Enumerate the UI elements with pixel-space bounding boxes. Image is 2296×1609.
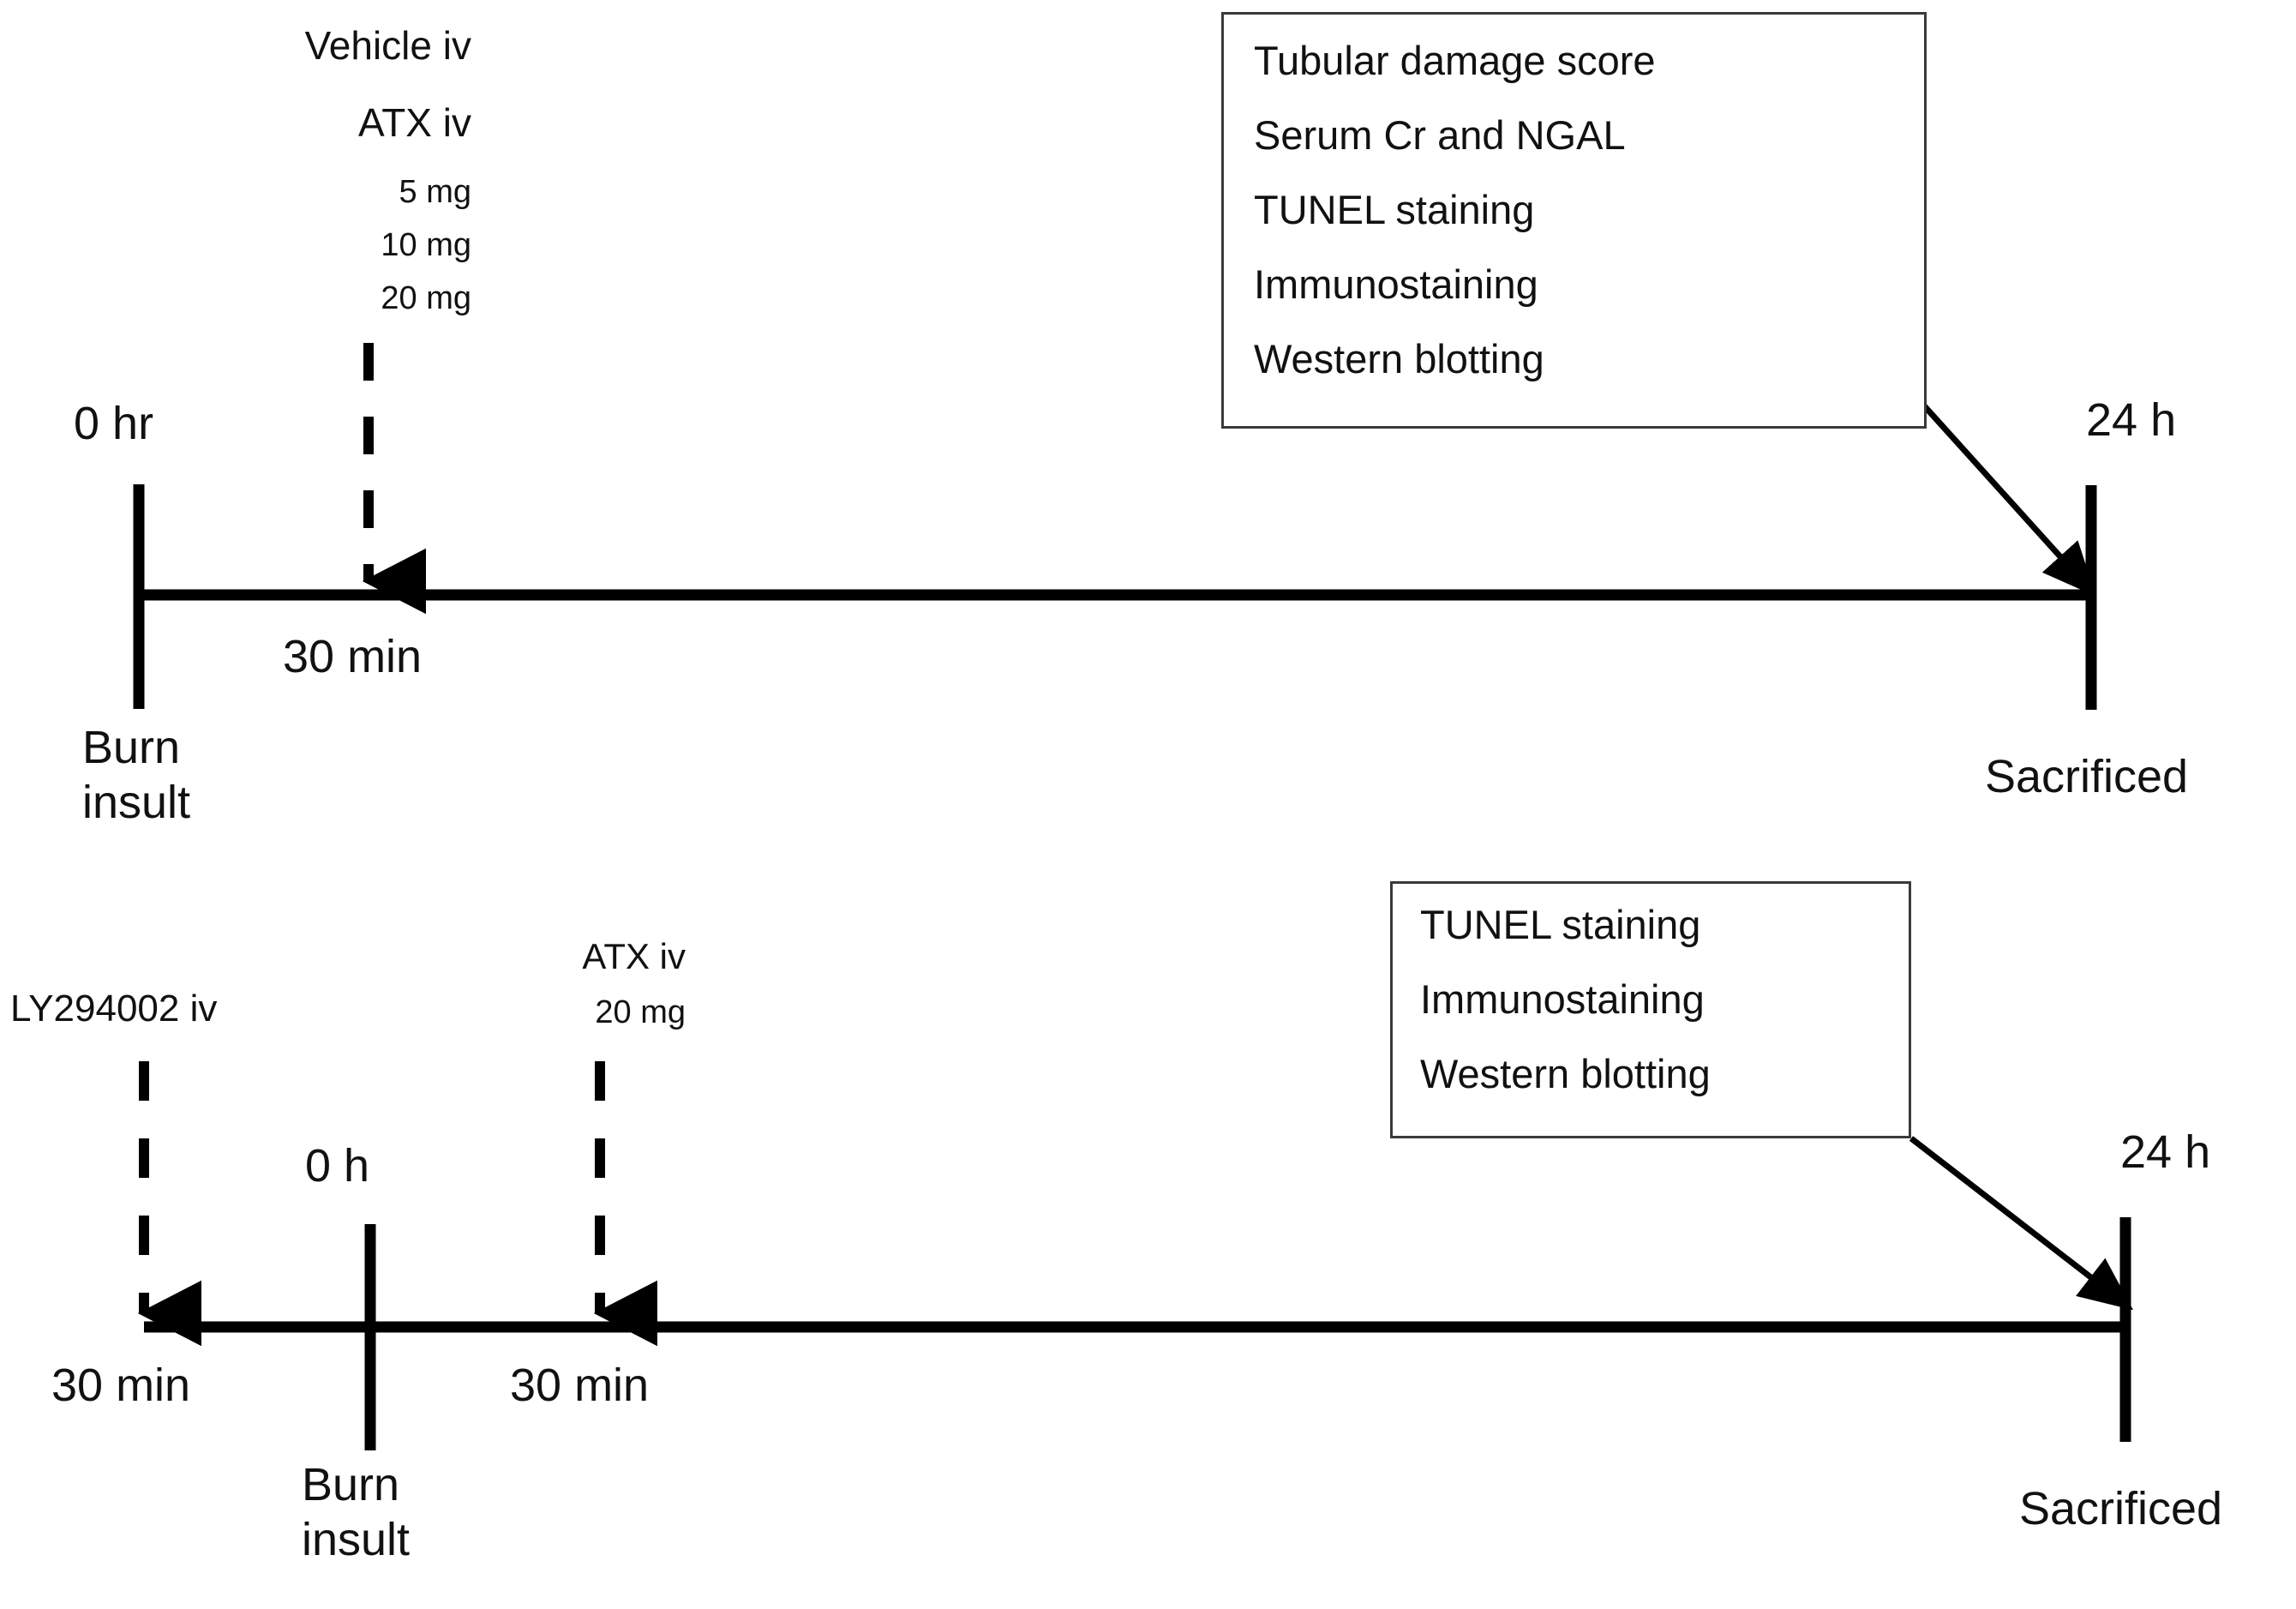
assessment-item-5: Western blotting [1254, 336, 1544, 381]
timeline-1-dose-5mg: 5 mg [399, 174, 471, 210]
timeline-2-treatment-line1: ATX iv [582, 936, 686, 976]
timeline-2-interval-label-left: 30 min [51, 1360, 191, 1411]
assessment2-item-3: Western blotting [1420, 1051, 1711, 1096]
timeline-1-end-event: Sacrificed [1985, 751, 2189, 802]
timeline-2-end-event: Sacrificed [2019, 1483, 2223, 1534]
timeline-2-pretreatment-label: LY294002 iv [10, 988, 218, 1030]
timeline-2-assessment-arrow [1909, 1136, 2134, 1311]
timeline-2-start-event-line1: Burn [302, 1459, 400, 1510]
timeline-2-start-event-line2: insult [302, 1514, 411, 1565]
assessment-item-3: TUNEL staining [1254, 187, 1535, 232]
timeline-2-start-label: 0 h [305, 1140, 370, 1192]
timeline-1-interval-label: 30 min [283, 631, 423, 682]
timeline-1-treatment-line2: ATX iv [357, 100, 471, 145]
timeline-1-treatment-line1: Vehicle iv [304, 23, 471, 68]
timeline-1-dose-20mg: 20 mg [381, 280, 471, 316]
assessment2-item-2: Immunostaining [1420, 976, 1705, 1022]
timeline-1-start-label: 0 hr [74, 398, 154, 449]
timeline-1-start-event-line2: insult [82, 777, 191, 828]
timeline-1-dose-10mg: 10 mg [381, 227, 471, 263]
timeline-1-end-label: 24 h [2086, 394, 2177, 446]
assessment-item-1: Tubular damage score [1254, 38, 1656, 83]
timeline-2-assessment-box: TUNEL staining Immunostaining Western bl… [1390, 881, 1911, 1138]
assessment-item-2: Serum Cr and NGAL [1254, 112, 1626, 158]
timeline-2-dose-20mg: 20 mg [595, 994, 686, 1030]
assessment-item-4: Immunostaining [1254, 261, 1538, 307]
assessment2-item-1: TUNEL staining [1420, 902, 1701, 947]
timeline-1-start-event-line1: Burn [82, 722, 181, 773]
timeline-1-assessment-arrow [1896, 375, 2096, 597]
timeline-1-assessment-box: Tubular damage score Serum Cr and NGAL T… [1221, 12, 1927, 429]
timeline-2-interval-label-right: 30 min [510, 1360, 650, 1411]
timeline-2-end-label: 24 h [2120, 1126, 2211, 1178]
